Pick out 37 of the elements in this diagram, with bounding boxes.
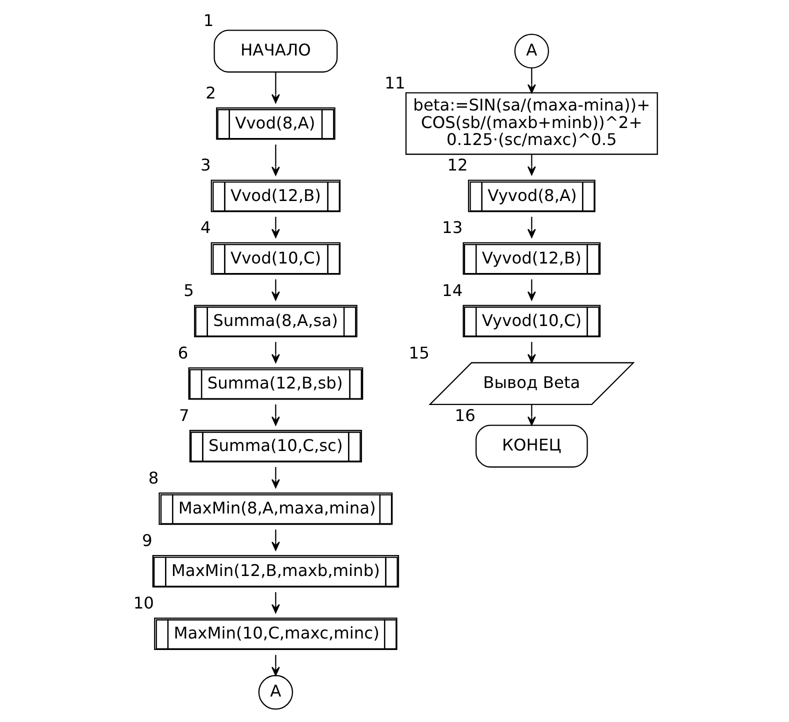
node-circle: A xyxy=(514,34,549,69)
arrow xyxy=(270,342,280,364)
node-label: 9 xyxy=(141,530,152,550)
arrow xyxy=(270,72,280,104)
node-label: 5 xyxy=(183,280,194,300)
node-label: 3 xyxy=(200,156,210,175)
node-label: 4 xyxy=(200,218,210,238)
arrow xyxy=(270,404,280,426)
arrow xyxy=(270,467,280,488)
arrow xyxy=(270,144,280,176)
node-label: 6 xyxy=(177,343,188,362)
node-label: 7 xyxy=(178,406,189,425)
arrow xyxy=(526,404,536,426)
node-label: 16 xyxy=(454,406,475,425)
node-label: 2 xyxy=(205,83,216,102)
arrow xyxy=(526,216,536,238)
arrow xyxy=(526,154,536,176)
node-box: НАЧАЛО xyxy=(213,30,338,73)
node-label: 14 xyxy=(442,280,462,300)
arrow xyxy=(526,342,536,364)
arrow xyxy=(270,216,280,238)
node-label: 13 xyxy=(442,218,462,238)
arrow xyxy=(526,279,536,300)
arrow xyxy=(270,654,280,676)
node-box: beta:=SIN(sa/(maxa-mina))+ COS(sb/(maxb+minb))^2+ 0.125·(sc/maxc)^0.5 xyxy=(404,92,658,155)
node-label: 11 xyxy=(384,73,405,92)
node-label: 15 xyxy=(408,343,429,362)
arrow xyxy=(526,68,536,94)
node-label: 12 xyxy=(446,156,468,175)
node-label: 10 xyxy=(132,594,154,613)
arrow xyxy=(270,592,280,614)
node-box: КОНЕЦ xyxy=(475,424,588,468)
node-circle: A xyxy=(258,674,293,710)
node-label: 1 xyxy=(202,10,214,30)
arrow xyxy=(270,530,280,551)
arrow xyxy=(270,279,280,300)
node-label: 8 xyxy=(148,468,158,488)
